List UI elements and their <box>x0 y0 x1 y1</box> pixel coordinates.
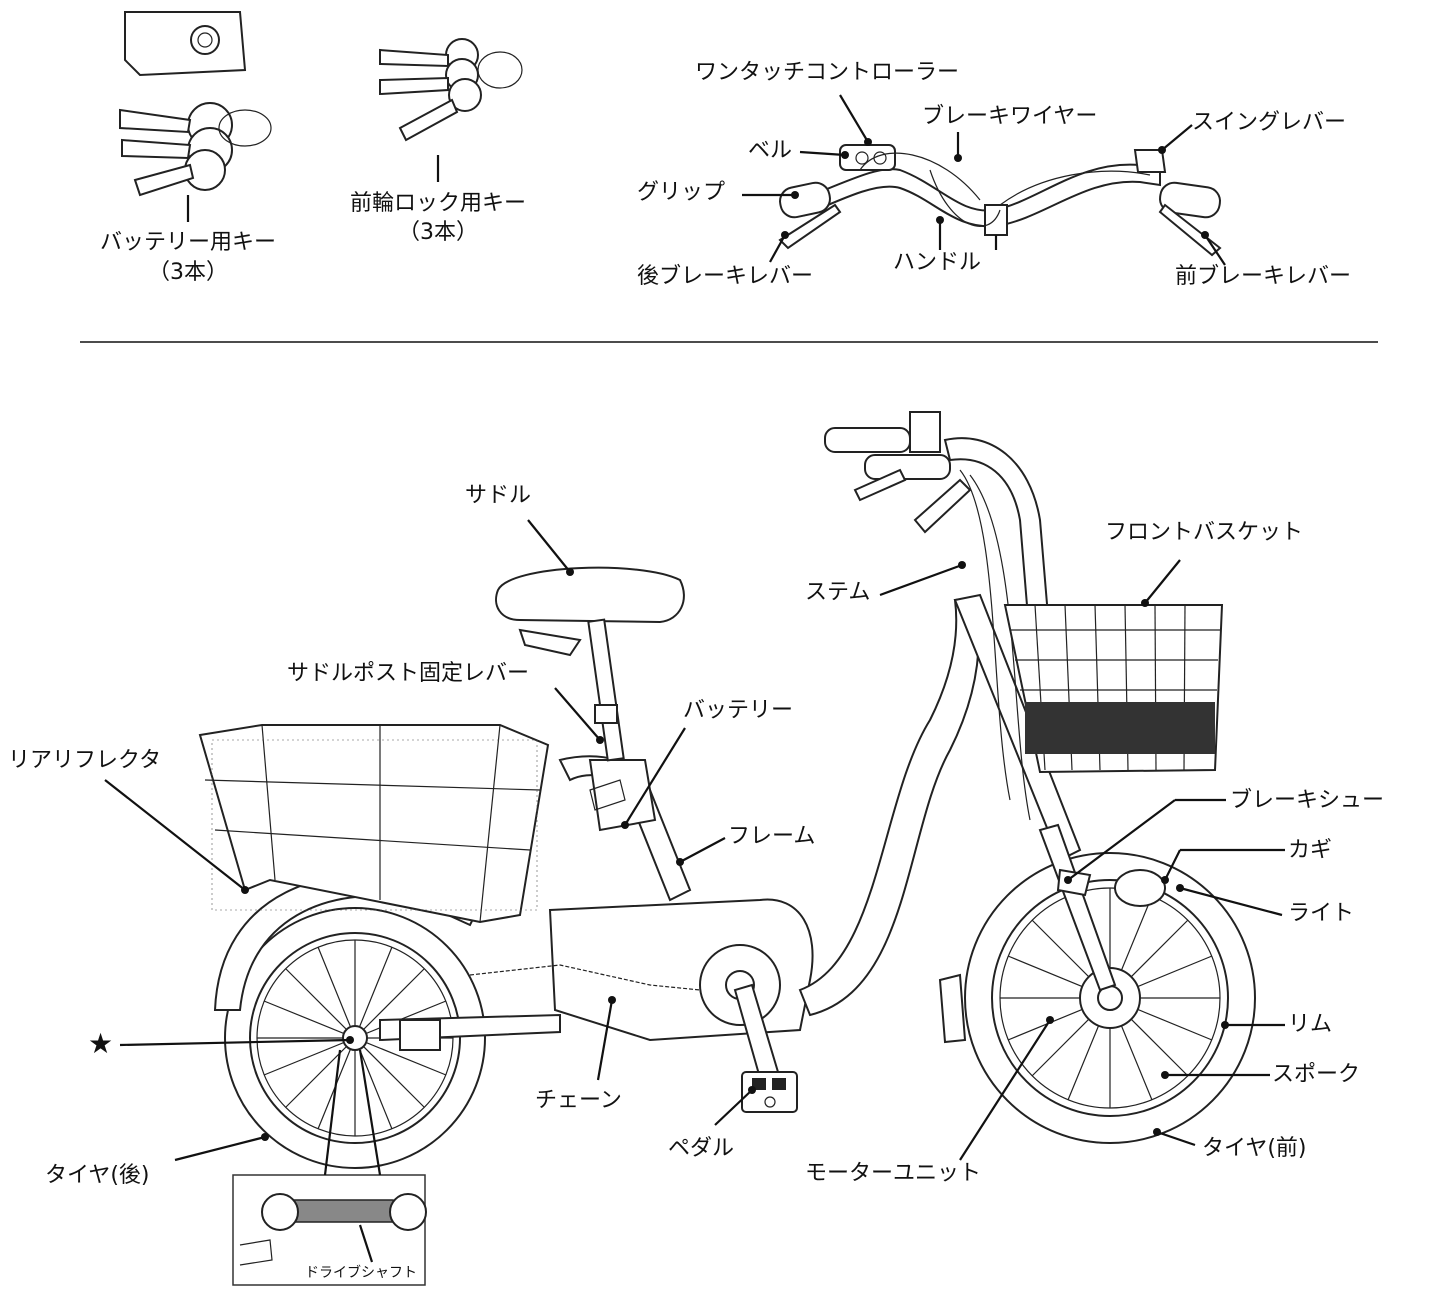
label-pedal: ペダル <box>668 1136 735 1161</box>
label-battery-key-qty: （3本） <box>148 260 228 285</box>
label-front-basket: フロントバスケット <box>1105 520 1304 545</box>
label-front-lock-key-qty: （3本） <box>398 220 478 245</box>
label-chain: チェーン <box>535 1088 622 1113</box>
crank-and-pedal <box>699 944 798 1113</box>
label-drive-shaft: ドライブシャフト <box>305 1265 417 1281</box>
battery-keys-illustration <box>119 102 272 197</box>
label-saddle: サドル <box>465 483 532 508</box>
label-bell: ベル <box>748 138 793 163</box>
handlebar-illustration <box>778 144 1222 257</box>
rear-basket <box>198 724 550 924</box>
label-rear-tire: タイヤ(後) <box>45 1163 150 1188</box>
label-swing-lever: スイングレバー <box>1192 110 1347 135</box>
front-fork-and-light <box>938 823 1166 1044</box>
seat-assembly <box>495 566 685 762</box>
drive-shaft-inset <box>232 1174 427 1286</box>
label-battery: バッテリー <box>683 698 794 723</box>
label-handle: ハンドル <box>893 250 982 275</box>
label-lock: カギ <box>1288 838 1333 863</box>
rear-wheel <box>224 907 486 1169</box>
label-brake-wire: ブレーキワイヤー <box>922 104 1098 129</box>
front-basket <box>1003 604 1224 774</box>
label-stem: ステム <box>805 580 871 605</box>
front-lock-keys-illustration <box>379 38 523 142</box>
label-front-tire: タイヤ(前) <box>1202 1136 1307 1161</box>
frame <box>548 593 1082 1042</box>
chain-and-shaft <box>379 964 701 1051</box>
label-light: ライト <box>1288 901 1355 926</box>
label-grip: グリップ <box>637 180 726 205</box>
label-saddle-post-lever: サドルポスト固定レバー <box>287 661 530 686</box>
steering-assembly <box>824 411 1052 821</box>
battery-lock-illustration <box>124 11 247 77</box>
label-front-brake-lever: 前ブレーキレバー <box>1175 264 1352 289</box>
label-motor-unit: モーターユニット <box>805 1161 982 1186</box>
label-frame: フレーム <box>728 824 816 849</box>
label-rim: リム <box>1288 1012 1333 1037</box>
label-star: ★ <box>88 1027 114 1060</box>
label-rear-reflector: リアリフレクタ <box>8 748 162 773</box>
label-brake-shoe: ブレーキシュー <box>1230 788 1385 813</box>
label-battery-key: バッテリー用キー <box>99 230 277 255</box>
label-spoke: スポーク <box>1272 1062 1361 1087</box>
front-wheel <box>964 852 1256 1144</box>
label-one-touch-controller: ワンタッチコントローラー <box>695 60 960 85</box>
label-front-lock-key: 前輪ロック用キー <box>349 191 527 216</box>
leader-lines <box>104 94 1285 1263</box>
label-rear-brake-lever: 後ブレーキレバー <box>637 264 814 289</box>
